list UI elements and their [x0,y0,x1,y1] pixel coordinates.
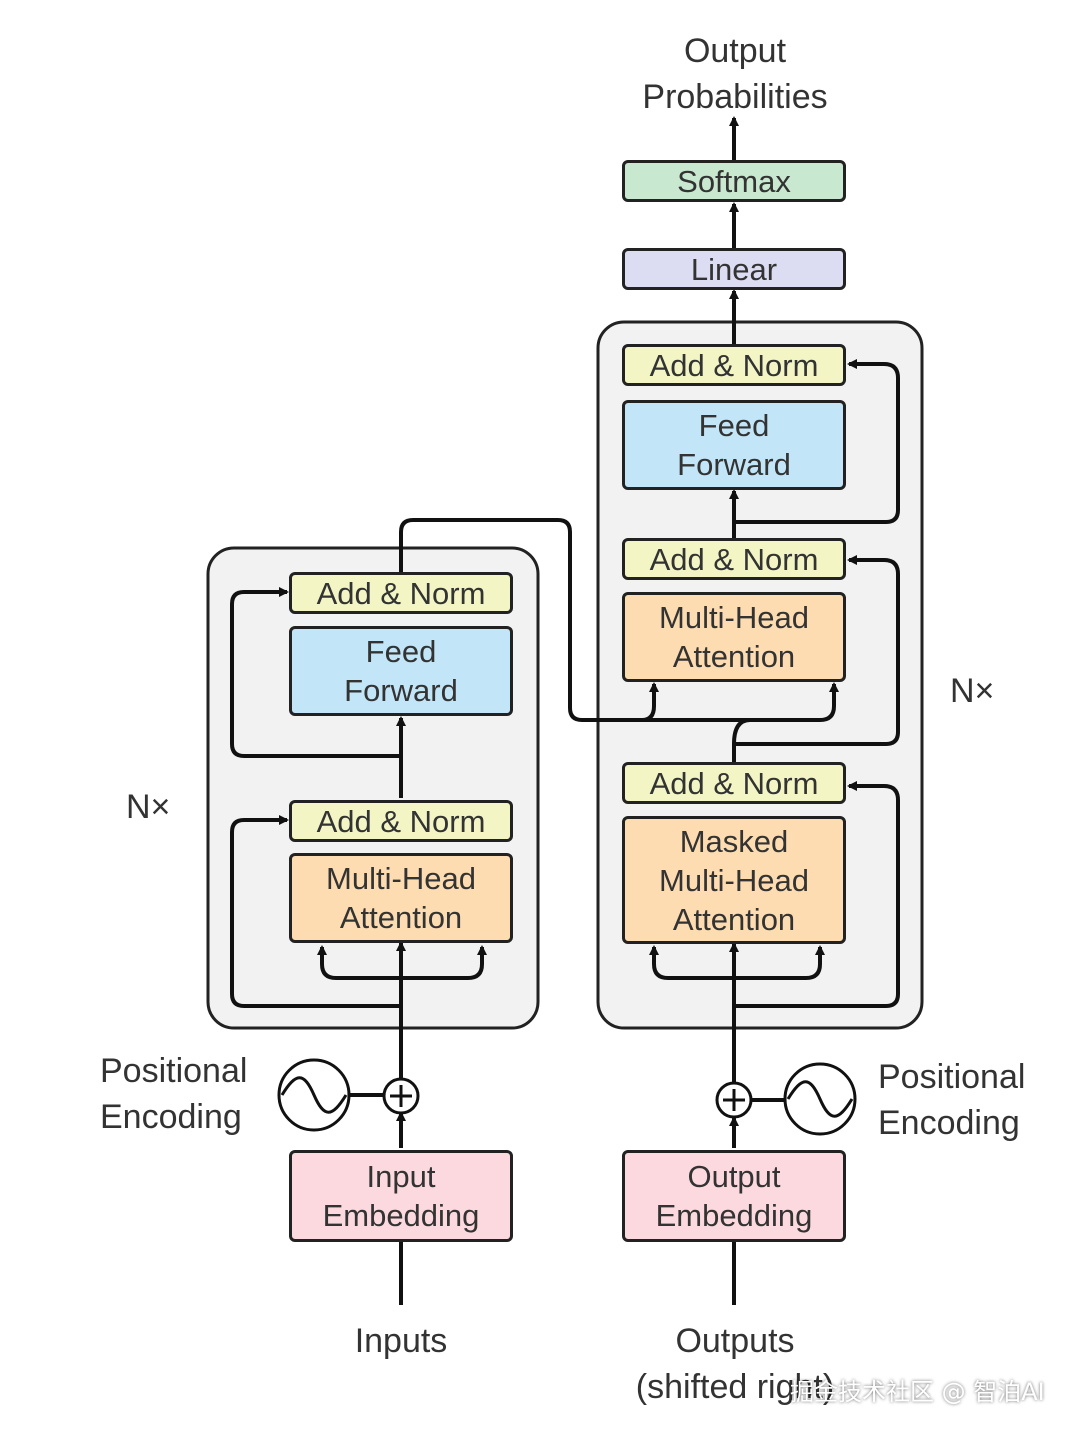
input-embedding: Input Embedding [289,1150,513,1242]
encoder-residual-1 [230,815,401,1008]
decoder-positional-encoding-label: Positional Encoding [878,1058,1026,1142]
output-probabilities-label: Output Probabilities [642,32,828,116]
encoder-add-norm-1: Add & Norm [289,800,513,842]
decoder-attn-fork-left [649,945,734,980]
encoder-positional-encoding-label: Positional Encoding [100,1052,248,1136]
linear-block: Linear [622,248,846,290]
encoder-to-decoder [399,518,839,722]
decoder-attn-fork-right [734,945,825,980]
encoder-attn-fork-left [317,945,401,980]
encoder-attn-fork-right [401,945,487,980]
decoder-add-norm-3: Add & Norm [622,344,846,386]
inputs-label: Inputs [354,1322,448,1360]
encoder-repeat-label: N× [126,788,171,826]
encoder-to-decoder-branch [620,682,659,722]
outputs-label: Outputs (shifted right) [635,1322,835,1406]
encoder-stack [206,546,540,1030]
decoder-masked-multi-head-attention: Masked Multi-Head Attention [622,816,846,944]
encoder-add-norm-2: Add & Norm [289,572,513,614]
decoder-feed-forward: Feed Forward [622,400,846,490]
decoder-multi-head-attention: Multi-Head Attention [622,592,846,682]
decoder-add-norm-1: Add & Norm [622,762,846,804]
encoder-multi-head-attention: Multi-Head Attention [289,853,513,943]
decoder-add-norm-2: Add & Norm [622,538,846,580]
output-embedding: Output Embedding [622,1150,846,1242]
watermark: 掘金技术社区 @ 智泊AI [790,1378,1045,1406]
decoder-residual-2 [734,555,900,746]
decoder-residual-3 [734,359,900,524]
decoder-repeat-label: N× [950,672,995,710]
encoder-residual-2 [230,587,401,758]
decoder-residual-1 [734,781,900,1008]
encoder-feed-forward: Feed Forward [289,626,513,716]
softmax-block: Softmax [622,160,846,202]
